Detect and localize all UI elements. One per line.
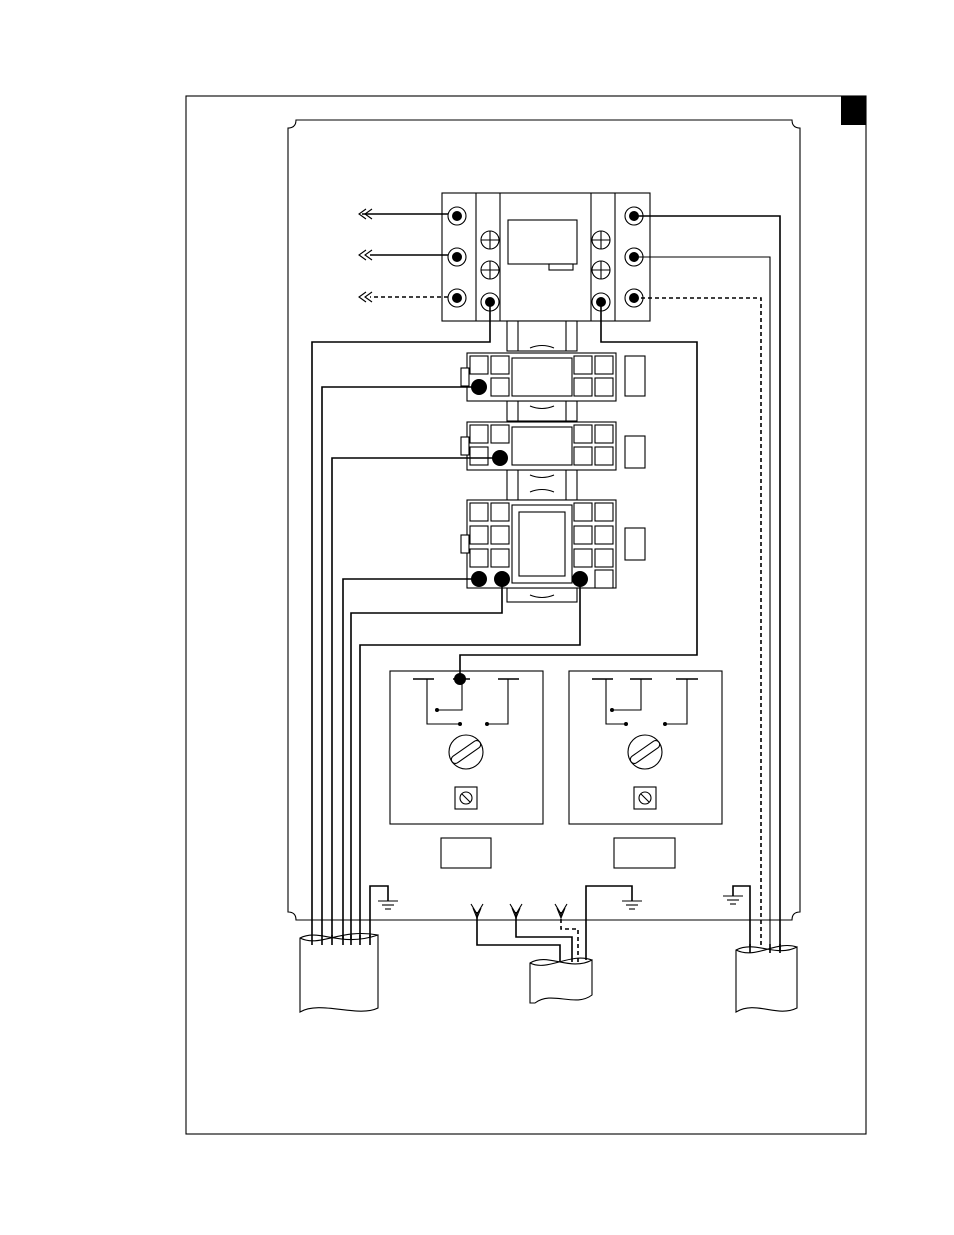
adjust-screw-icon: [634, 787, 656, 809]
conduit-middle: [530, 958, 592, 1003]
relay-1: [461, 346, 645, 409]
corner-tab: [841, 96, 866, 125]
thermostat-dial-icon: [628, 735, 662, 769]
conduit-left: [300, 933, 378, 1012]
sensor-symbol: [471, 904, 567, 918]
contactor-window: [508, 220, 577, 264]
contactor: [442, 193, 650, 321]
controller-2-label-box: [614, 838, 675, 868]
thermostat-dial-icon: [449, 735, 483, 769]
relay-label-box: [625, 528, 645, 560]
controller-1-label-box: [441, 838, 491, 868]
relay-label-box: [625, 356, 645, 396]
ground-icon: [378, 896, 743, 909]
adjust-screw-icon: [455, 787, 477, 809]
relay-3: [461, 500, 645, 598]
controller-1: [390, 671, 543, 824]
relay-label-box: [625, 436, 645, 468]
controller-2: [569, 671, 722, 824]
arrow-left-icon: [359, 209, 448, 302]
conduit-right: [736, 945, 797, 1012]
